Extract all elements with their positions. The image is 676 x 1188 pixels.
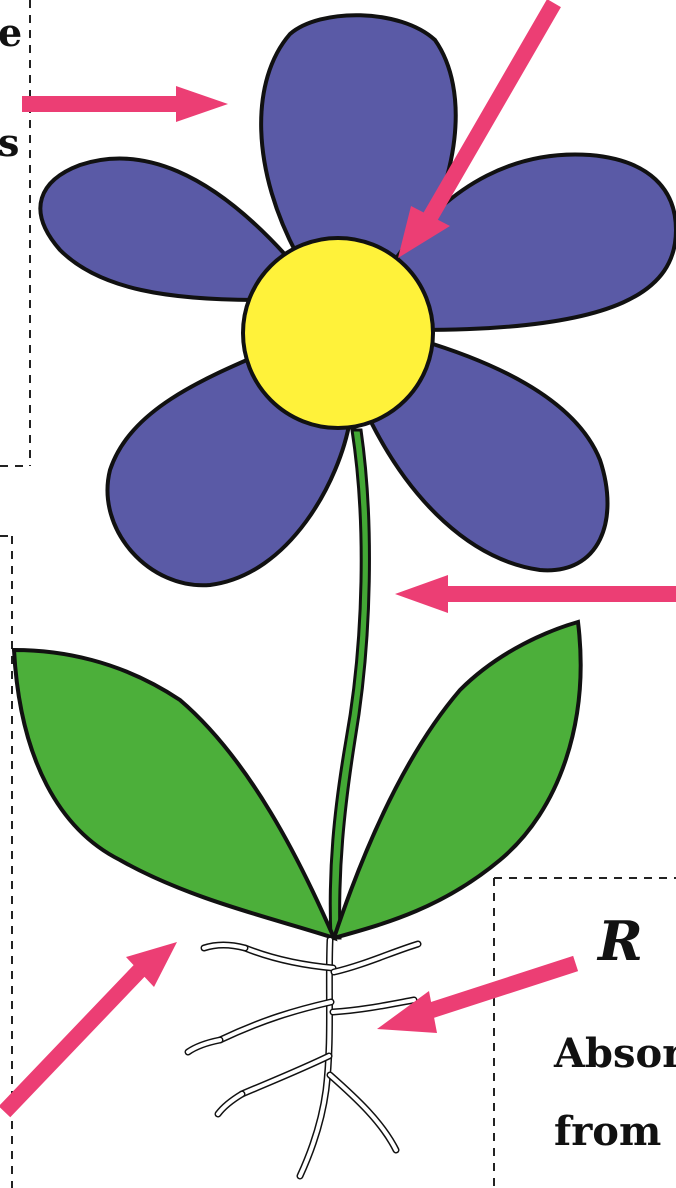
stem-arrow-icon [395,575,448,613]
left-petal-icon [40,159,290,300]
root-arrow-shaft [426,966,568,1012]
petal-arrow-icon [176,86,228,122]
right-leaf-icon [334,622,581,938]
left-bottom-label-box [0,536,12,1188]
left-leaf-icon [14,650,334,938]
roots-label-box [494,878,676,1188]
left-top-label-box [0,0,30,466]
root-arrow-icon [377,991,437,1033]
leaf-arrow-shaft [10,970,140,1106]
roots [188,940,418,1176]
flower-center-icon [243,238,433,428]
